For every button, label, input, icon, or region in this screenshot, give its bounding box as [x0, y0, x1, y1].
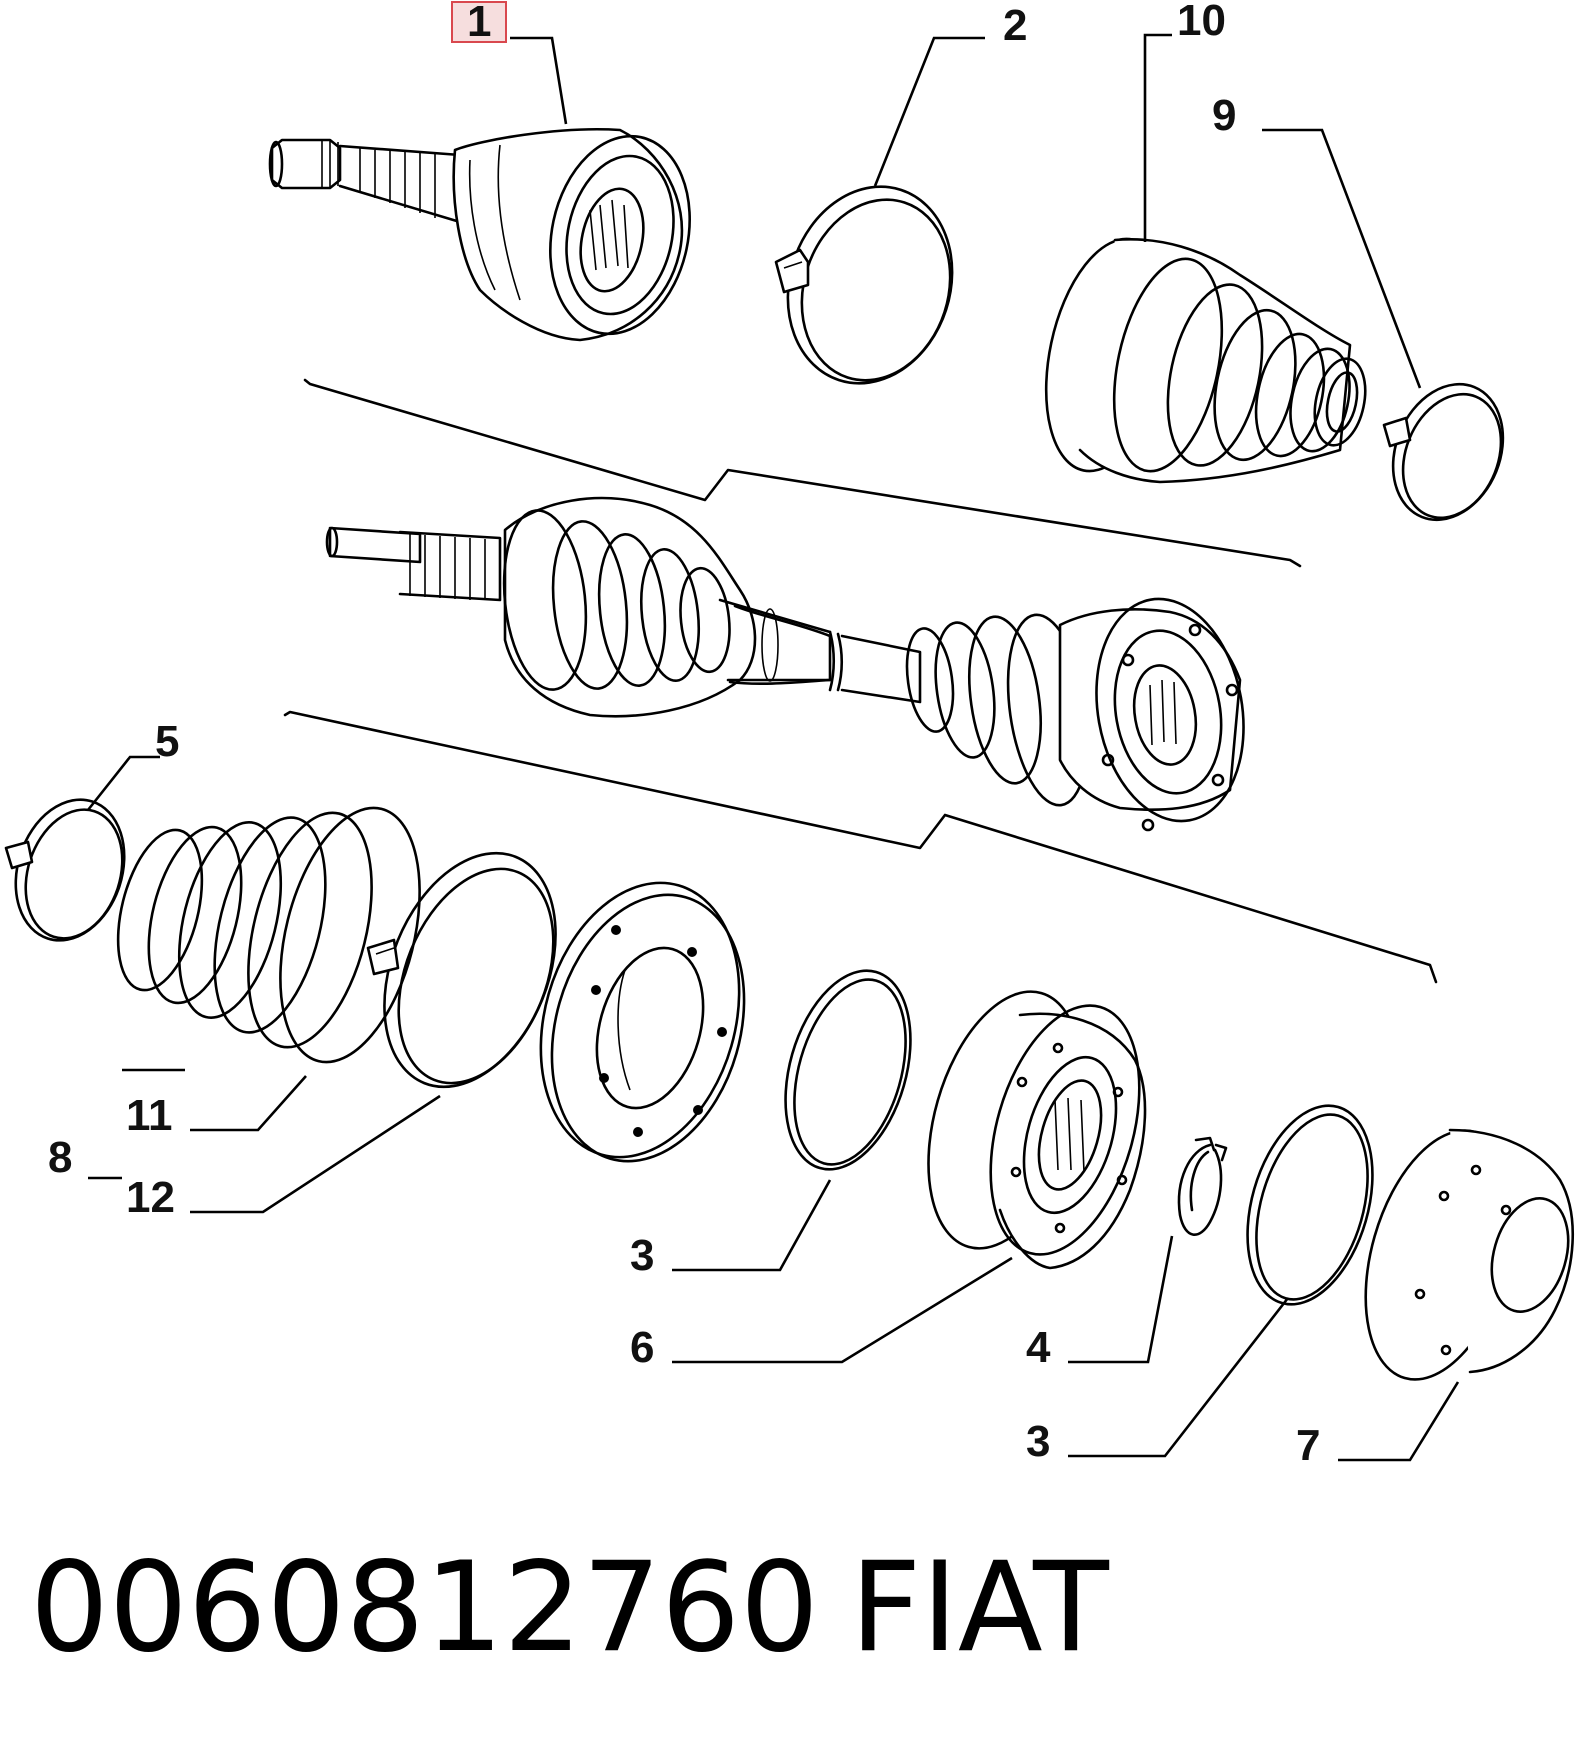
part-end-cover[interactable]	[1339, 1113, 1580, 1397]
callout-highlight	[451, 1, 507, 43]
callout-3-right[interactable]: 3	[1026, 1417, 1050, 1466]
callout-2[interactable]: 2	[1003, 1, 1027, 50]
bracket-upper	[303, 378, 1302, 568]
part-inner-cv-joint[interactable]	[901, 974, 1165, 1272]
callout-1[interactable]: 1	[451, 0, 507, 46]
callout-4[interactable]: 4	[1026, 1323, 1051, 1372]
callout-12[interactable]: 12	[126, 1173, 175, 1222]
callout-label: 1	[467, 0, 491, 46]
bracket-lower	[283, 710, 1438, 984]
part-outer-cv-joint[interactable]	[268, 123, 707, 347]
callout-6[interactable]: 6	[630, 1323, 654, 1372]
leader-lines	[86, 33, 1460, 1462]
part-clamp-ring-5[interactable]	[0, 785, 142, 954]
part-outer-boot[interactable]	[1027, 228, 1373, 484]
part-dust-cover-flange[interactable]	[510, 859, 774, 1184]
part-gasket-right[interactable]	[1226, 1091, 1394, 1319]
part-circlip[interactable]	[1177, 1136, 1228, 1236]
part-clamp-ring-large[interactable]	[763, 165, 977, 405]
part-clamp-ring-small[interactable]	[1374, 368, 1523, 537]
part-number: 0060812760	[30, 1536, 819, 1680]
callout-3-left[interactable]: 3	[630, 1231, 654, 1280]
part-clamp-ring-12[interactable]	[352, 828, 588, 1113]
callout-11[interactable]: 11	[126, 1091, 173, 1140]
callout-10[interactable]: 10	[1177, 0, 1226, 45]
part-gasket-left[interactable]	[764, 956, 932, 1184]
brand-name: FIAT	[850, 1536, 1110, 1680]
callout-9[interactable]: 9	[1212, 91, 1236, 140]
callout-7[interactable]: 7	[1296, 1421, 1320, 1470]
part-inner-boot[interactable]	[103, 793, 443, 1076]
assembled-drive-shaft	[325, 496, 1245, 832]
callout-8[interactable]: 8	[48, 1133, 72, 1182]
callout-5[interactable]: 5	[155, 717, 179, 766]
